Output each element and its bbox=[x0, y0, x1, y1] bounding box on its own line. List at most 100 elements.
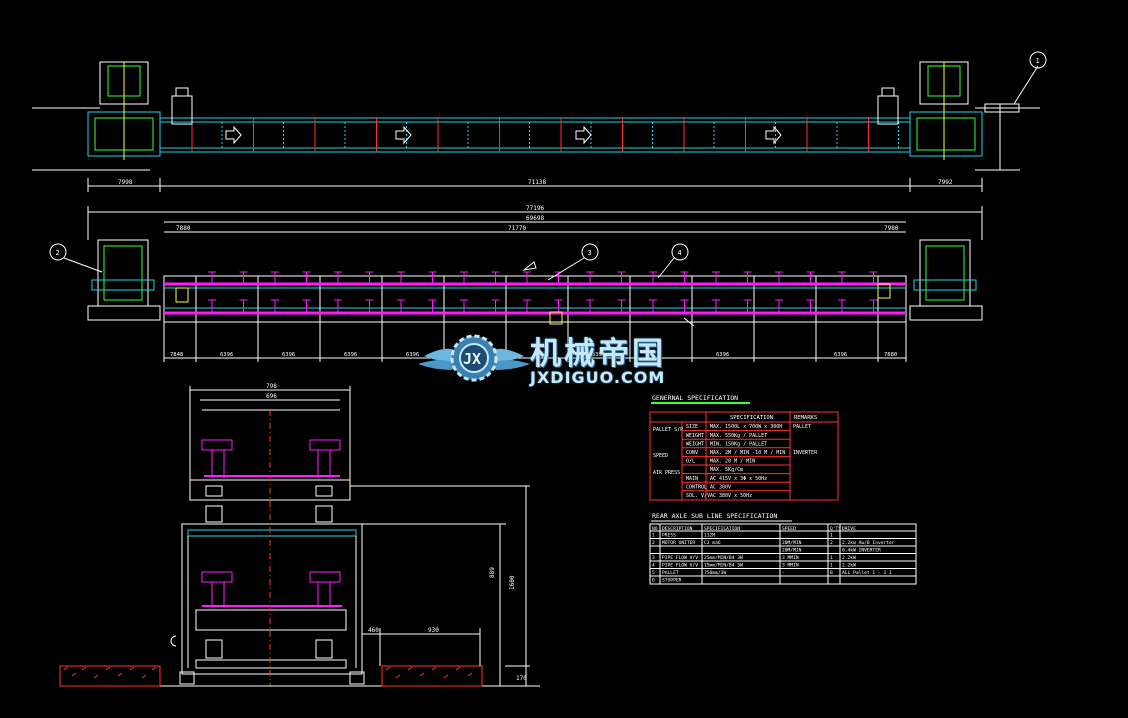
pallet-top bbox=[838, 271, 846, 284]
sub-header: SPECIFICATION bbox=[704, 526, 740, 532]
pallet-bottom bbox=[334, 299, 342, 313]
top-plan-view: 7998 71138 7992 1 bbox=[32, 51, 1047, 192]
sub-cell: MOTOR UNITER bbox=[662, 540, 695, 546]
watermark-title-en: JXDIGUO.COM bbox=[530, 368, 666, 387]
sub-cell: 750mm/3W bbox=[704, 570, 726, 576]
gen-spec: AC 415V x 3Φ x 50Hz bbox=[710, 476, 767, 482]
sub-header: Q'TY bbox=[830, 526, 841, 532]
general-spec-title: GENERNAL SPECIFICATION bbox=[652, 394, 738, 402]
gen-item: O/L bbox=[686, 459, 695, 465]
flow-arrow-icon bbox=[225, 125, 242, 145]
sub-cell: ALL Pallet 1 - 1 1 bbox=[842, 570, 892, 576]
dim-label: 6396 bbox=[592, 352, 605, 358]
dim-top-right: 7992 bbox=[938, 179, 953, 186]
sub-header: NO bbox=[652, 526, 658, 532]
gen-item: SOL. V/V bbox=[686, 493, 710, 499]
gen-remark: PALLET bbox=[793, 424, 811, 430]
sub-cell: 4 bbox=[652, 563, 655, 569]
pallet-top bbox=[428, 271, 437, 284]
sub-cell: 2.2kw Aw/B Inverter bbox=[842, 540, 895, 546]
pallet-top bbox=[523, 271, 531, 284]
pallet-top bbox=[586, 271, 594, 284]
dim-top-mid: 71138 bbox=[528, 179, 546, 186]
gen-remark: INVERTER bbox=[793, 450, 818, 456]
pallet-top bbox=[239, 271, 248, 284]
dim-mid-inner: 69698 bbox=[526, 215, 544, 222]
dim-sec-short: 889 bbox=[489, 567, 496, 578]
sub-cell: 2 bbox=[652, 540, 655, 546]
sub-cell: PIPE FLOW V/V bbox=[662, 563, 698, 569]
sub-cell: - bbox=[782, 571, 785, 576]
sub-cell: 3 MMIN bbox=[782, 563, 799, 569]
dim-label: 6396 bbox=[406, 352, 419, 358]
gen-spec: MIN. 150Kg / PALLET bbox=[710, 441, 767, 447]
sub-cell: 2.2kW bbox=[842, 555, 856, 561]
pallet-bottom bbox=[208, 299, 216, 313]
gen-group: PALLET S/P bbox=[653, 427, 683, 433]
gen-item: MAIN bbox=[686, 476, 698, 482]
pallet-top bbox=[617, 271, 626, 284]
pallet-bottom bbox=[712, 299, 720, 313]
pallet-top bbox=[365, 271, 374, 284]
pallet-top bbox=[491, 271, 500, 284]
dim-sec-outer: 798 bbox=[266, 383, 277, 390]
sub-cell: STOPPER bbox=[662, 578, 682, 584]
sub-cell: C3 ma6 bbox=[704, 540, 721, 546]
gen-spec: AC 380V x 50Hz bbox=[710, 493, 752, 499]
sub-cell: 25mm/MIN/B4 3W bbox=[704, 555, 743, 561]
sub-header: DESCRIPTION bbox=[662, 526, 693, 532]
dim-mid-overall: 77196 bbox=[526, 205, 544, 212]
pallet-bottom bbox=[775, 299, 783, 313]
pallet-bottom bbox=[491, 299, 500, 313]
dim-mid-center: 71770 bbox=[508, 225, 526, 232]
dim-mid-left: 7880 bbox=[176, 225, 191, 232]
sub-cell: 20M/MIN bbox=[782, 548, 802, 554]
balloon-2: 2 bbox=[56, 249, 60, 257]
flow-arrow-icon bbox=[395, 125, 412, 145]
pallet-top bbox=[680, 271, 689, 284]
sub-cell: 20M/MIN bbox=[782, 540, 802, 546]
dim-label: 6396 bbox=[344, 352, 357, 358]
logo-letters: JX bbox=[463, 350, 481, 368]
gen-spec: AC 380V bbox=[710, 484, 731, 490]
dim-mid-right: 7980 bbox=[884, 225, 899, 232]
sub-cell: 1 bbox=[830, 563, 833, 569]
sub-cell: 1 bbox=[830, 555, 833, 561]
pallet-bottom bbox=[523, 299, 531, 313]
gen-spec: MAX. 2M / MIN -10 M / MIN bbox=[710, 450, 785, 456]
gen-header-spec: SPECIFICATION bbox=[730, 415, 773, 421]
dim-label: 7880 bbox=[884, 352, 897, 358]
dim-label: 7848 bbox=[170, 352, 183, 358]
sub-cell: 2.2kW bbox=[842, 563, 856, 569]
gen-item: SIZE bbox=[686, 424, 698, 430]
dim-sec-lower-left: 460 bbox=[368, 627, 379, 634]
gen-spec: MAX. 20 M / MIN bbox=[710, 459, 755, 465]
sub-spec-title: REAR AXLE SUB LINE SPECIFICATION bbox=[652, 512, 777, 520]
dim-sec-lower-right: 930 bbox=[428, 627, 439, 634]
pallet-top bbox=[743, 271, 752, 284]
pallet-top bbox=[208, 271, 216, 284]
bottom-dimension-ticks: 7848639663966396639663966396639663967880 bbox=[163, 322, 907, 362]
pallet-top bbox=[302, 271, 311, 284]
sub-cell: 6 bbox=[652, 578, 655, 584]
pallet-markers bbox=[208, 271, 878, 313]
pallet-top bbox=[649, 271, 657, 284]
sub-header: DRIVE bbox=[842, 526, 856, 532]
gen-spec: MAX. 550Kg / PALLET bbox=[710, 433, 767, 439]
sub-cell: 2 bbox=[830, 540, 833, 546]
pallet-bottom bbox=[271, 299, 279, 313]
sub-cell: 3 MMIN bbox=[782, 555, 799, 561]
sub-cell: 8 bbox=[830, 570, 833, 576]
sub-cell: PIPE FLOW V/V bbox=[662, 555, 698, 561]
pallet-bottom bbox=[586, 299, 594, 313]
cross-section-view: 798 696 bbox=[59, 383, 540, 687]
sub-cell: 5 bbox=[652, 570, 655, 576]
pallet-bottom bbox=[365, 299, 374, 313]
pallet-bottom bbox=[617, 299, 626, 313]
dim-sec-bottom: 170 bbox=[516, 675, 527, 682]
pallet-bottom bbox=[302, 299, 311, 313]
pallet-top bbox=[334, 271, 342, 284]
